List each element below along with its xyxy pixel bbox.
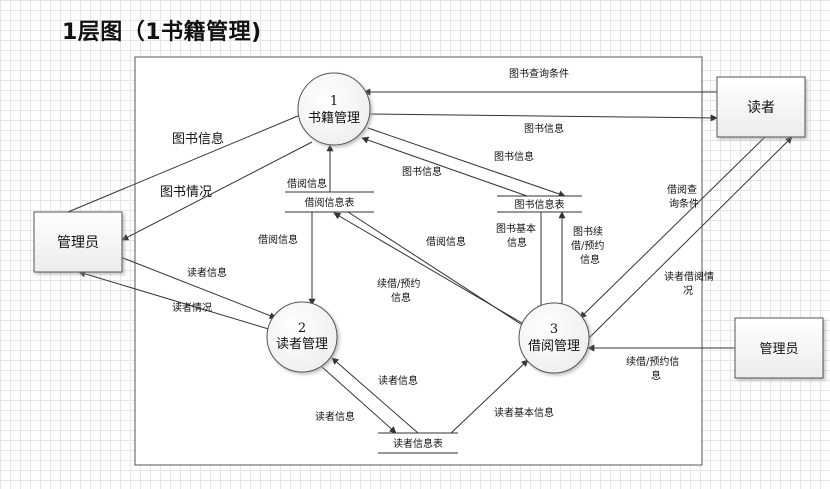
- flow-label-borrow-query-2: 询条件: [669, 197, 699, 210]
- flow-reader-to-p3: [579, 136, 766, 319]
- flow-label-reader-info-a: 读者信息: [378, 374, 418, 387]
- flow-label-book-info-1: 图书信息: [494, 150, 534, 163]
- process-3-name: 借阅管理: [528, 339, 580, 354]
- flow-label-book-info-reader: 图书信息: [524, 122, 564, 135]
- flow-label-book-basic-1: 图书基本: [496, 222, 536, 235]
- flow-label-book-basic-2: 信息: [507, 236, 527, 249]
- flow-label-renew-1: 图书续: [573, 225, 603, 238]
- flow-label-reader-info-admin: 读者信息: [187, 266, 227, 279]
- store-borrow-label: 借阅信息表: [305, 196, 355, 209]
- store-reader: 读者信息表: [378, 432, 458, 454]
- flow-label-renew-3: 信息: [580, 253, 600, 266]
- flow-label-book-status: 图书情况: [160, 185, 212, 200]
- entity-admin-right-label: 管理员: [759, 342, 798, 357]
- process-1-name: 书籍管理: [308, 110, 360, 126]
- flow-admin-to-p2: [117, 255, 277, 319]
- store-borrow: 借阅信息表: [285, 191, 374, 213]
- flow-p2-to-readerstore: [321, 366, 397, 434]
- entity-reader-label: 读者: [747, 99, 775, 116]
- flow-label-reader-status-admin: 读者情况: [172, 301, 212, 314]
- process-3-number: 3: [550, 322, 558, 337]
- entity-admin-right: 管理员: [734, 317, 824, 379]
- flow-label-book-info-2: 图书信息: [402, 165, 442, 178]
- store-reader-label: 读者信息表: [393, 437, 443, 450]
- flow-book-status: [121, 141, 313, 241]
- process-2-name: 读者管理: [276, 337, 328, 352]
- entity-reader: 读者: [716, 76, 806, 138]
- flow-label-renew-admin-1: 续借/预约信: [626, 355, 679, 368]
- store-book-label: 图书信息表: [515, 198, 565, 211]
- flow-label-reader-info-b: 读者信息: [315, 410, 355, 423]
- flow-book-info-to-reader: [367, 113, 718, 122]
- flow-label-borrow-info-down: 借阅信息: [258, 233, 298, 246]
- process-reader-management: 2 读者管理: [266, 301, 338, 373]
- flow-readerstore-to-p3: [449, 359, 529, 435]
- flow-p3-to-reader: [586, 136, 793, 341]
- process-book-management: 1 书籍管理: [297, 72, 371, 146]
- flow-label-book-info-admin: 图书信息: [172, 131, 224, 147]
- entity-admin-left-label: 管理员: [57, 235, 99, 251]
- flow-bookstore-to-p1: [361, 136, 528, 197]
- flow-label-renew-mid-2: 信息: [391, 291, 411, 304]
- flow-readerstore-to-p2: [331, 357, 419, 434]
- process-2-number: 2: [298, 321, 306, 336]
- page-title: 1层图（1书籍管理): [62, 20, 262, 45]
- flow-p2-to-admin: [78, 270, 273, 331]
- store-book: 图书信息表: [497, 195, 582, 213]
- process-borrow-management: 3 借阅管理: [518, 302, 590, 374]
- flow-label-reader-basic: 读者基本信息: [494, 406, 554, 419]
- flow-label-renew-admin-2: 息: [651, 369, 661, 382]
- entity-admin-left: 管理员: [33, 211, 123, 273]
- flow-admin-book-info: [67, 112, 306, 213]
- flow-label-borrow-info-up: 借阅信息: [287, 177, 327, 190]
- flow-label-book-query: 图书查询条件: [509, 67, 569, 80]
- system-boundary: [134, 56, 703, 466]
- flow-borrowstore-to-p3: [347, 211, 531, 331]
- process-1-number: 1: [330, 94, 338, 109]
- flow-label-renew-2: 借/预约: [571, 239, 604, 252]
- flow-label-borrow-info-diag: 借阅信息: [426, 235, 466, 248]
- flow-label-borrow-query-1: 借阅查: [667, 183, 697, 196]
- flow-p1-to-bookstore: [367, 127, 566, 198]
- flow-label-renew-mid-1: 续借/预约: [377, 277, 420, 290]
- flow-label-reader-borrow-2: 况: [683, 285, 693, 297]
- flow-label-reader-borrow-1: 读者借阅情: [664, 270, 714, 283]
